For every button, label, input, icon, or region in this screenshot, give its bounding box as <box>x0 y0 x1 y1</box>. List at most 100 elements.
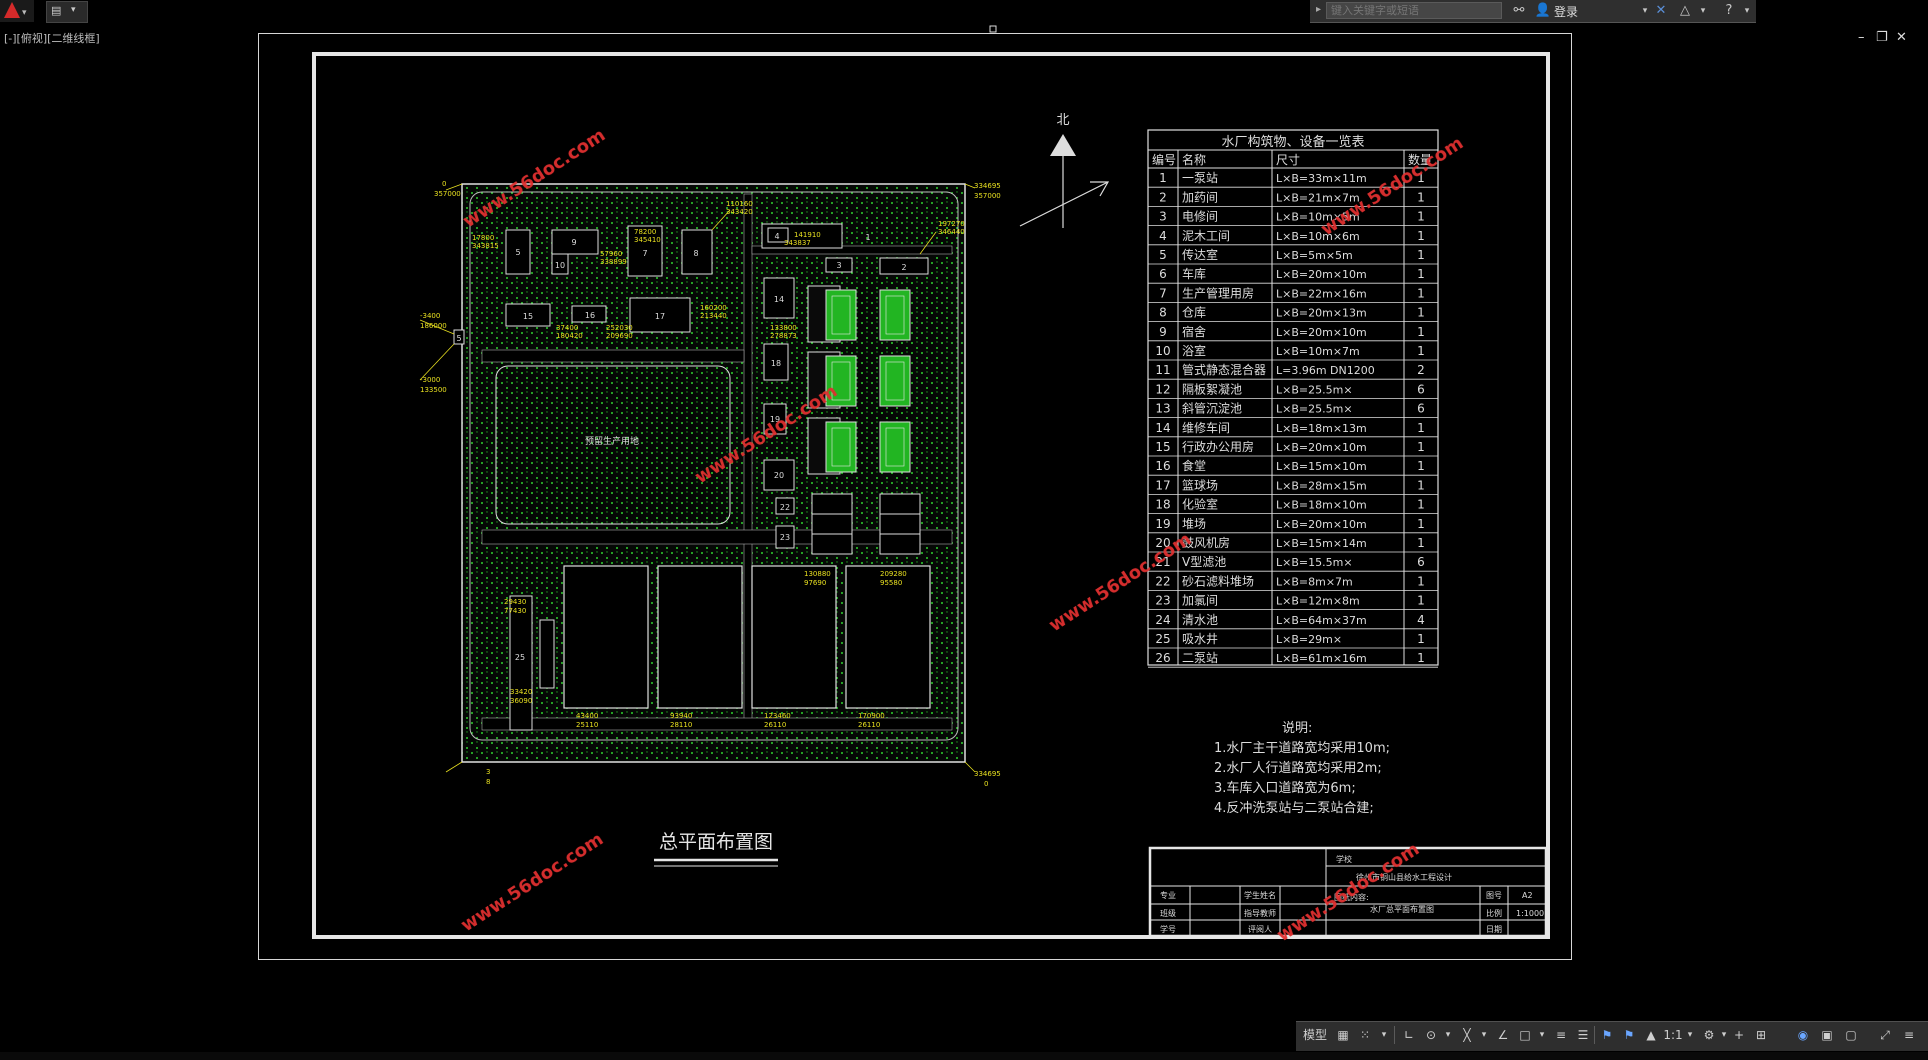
annotation-visibility-icon[interactable]: ⚑ <box>1601 1028 1613 1042</box>
hardware-acceleration-icon[interactable]: ▣ <box>1821 1028 1833 1042</box>
isolate-objects-icon[interactable]: ◉ <box>1797 1028 1809 1042</box>
svg-text:徐州市铜山县给水工程设计: 徐州市铜山县给水工程设计 <box>1356 872 1452 882</box>
polar-icon[interactable]: ⊙ <box>1425 1028 1437 1042</box>
table-cell: 6 <box>1417 382 1425 396</box>
expand-arrow-icon[interactable]: ▸ <box>1316 4 1322 15</box>
table-cell: 19 <box>1155 517 1170 531</box>
close-icon[interactable]: ✕ <box>1896 30 1907 45</box>
viewport-controls[interactable]: [-][俯视][二维线框] <box>4 32 100 45</box>
svg-text:16: 16 <box>585 311 595 320</box>
table-cell: 1 <box>1417 574 1425 588</box>
binoculars-icon[interactable]: ⚯ <box>1513 3 1525 18</box>
annotation-scale-value[interactable]: 1:1 <box>1663 1028 1683 1042</box>
svg-text:25: 25 <box>515 653 525 662</box>
reserved-land-label: 预留生产用地 <box>585 435 639 447</box>
svg-text:130880: 130880 <box>804 570 831 578</box>
chevron-down-icon[interactable]: ▾ <box>1539 1030 1545 1040</box>
table-cell: 车库 <box>1182 266 1206 281</box>
chevron-down-icon: ▾ <box>71 5 76 15</box>
object-snap-icon[interactable]: □ <box>1519 1028 1531 1042</box>
svg-text:www.56doc.com: www.56doc.com <box>1045 529 1195 637</box>
svg-text:26110: 26110 <box>858 721 880 729</box>
table-cell: 1 <box>1417 286 1425 300</box>
chevron-down-icon[interactable]: ▾ <box>1700 6 1706 16</box>
transparency-icon[interactable]: ☰ <box>1577 1028 1589 1042</box>
chevron-down-icon[interactable]: ▾ <box>1744 6 1750 16</box>
svg-text:A2: A2 <box>1522 891 1533 900</box>
svg-text:209690: 209690 <box>606 332 633 340</box>
restore-icon[interactable]: ❐ <box>1876 30 1888 45</box>
table-cell: 加氯间 <box>1182 594 1218 608</box>
chevron-down-icon[interactable]: ▾ <box>1381 1030 1387 1040</box>
user-icon[interactable]: 👤 <box>1534 3 1552 18</box>
minimize-icon[interactable]: – <box>1858 30 1865 45</box>
workspace-gear-icon[interactable]: ⚙ <box>1703 1028 1715 1042</box>
svg-text:15: 15 <box>523 312 533 321</box>
login-button[interactable]: 登录 <box>1554 5 1579 19</box>
svg-text:水厂构筑物、设备一览表: 水厂构筑物、设备一览表 <box>1221 134 1364 150</box>
search-input[interactable] <box>1326 2 1502 19</box>
svg-text:4: 4 <box>774 232 779 241</box>
svg-text:160200: 160200 <box>700 304 727 312</box>
lineweight-icon[interactable]: ≡ <box>1555 1028 1567 1042</box>
table-cell: L×B=10m×6m <box>1276 230 1360 243</box>
customization-menu-icon[interactable]: ≡ <box>1903 1028 1915 1042</box>
exchange-icon[interactable]: ✕ <box>1655 3 1667 18</box>
svg-text:77430: 77430 <box>504 607 526 615</box>
table-cell: 1 <box>1417 536 1425 550</box>
grid-icon[interactable]: ▦ <box>1337 1028 1349 1042</box>
svg-text:2.水厂人行道路宽均采用2m;: 2.水厂人行道路宽均采用2m; <box>1214 760 1382 776</box>
table-cell: 7 <box>1159 286 1167 300</box>
help-icon[interactable]: ? <box>1725 3 1733 18</box>
table-cell: 1 <box>1417 459 1425 473</box>
table-cell: L×B=15m×10m <box>1276 460 1367 473</box>
table-cell: 6 <box>1417 555 1425 569</box>
clean-screen-icon[interactable]: ▢ <box>1845 1028 1857 1042</box>
units-icon[interactable]: ⊞ <box>1755 1028 1767 1042</box>
isodraft-icon[interactable]: ╳ <box>1463 1028 1471 1042</box>
table-cell: L×B=20m×10m <box>1276 518 1367 531</box>
table-cell: 11 <box>1155 363 1170 377</box>
svg-text:图号: 图号 <box>1486 891 1502 900</box>
svg-text:19: 19 <box>770 415 780 424</box>
annotation-scale-icon[interactable]: ▲ <box>1646 1028 1656 1042</box>
table-cell: 21 <box>1155 555 1170 569</box>
svg-text:比例: 比例 <box>1486 908 1502 918</box>
chevron-down-icon[interactable]: ▾ <box>1721 1030 1727 1040</box>
svg-text:209280: 209280 <box>880 570 907 578</box>
svg-text:4.反冲洗泵站与二泵站合建;: 4.反冲洗泵站与二泵站合建; <box>1214 801 1374 816</box>
auto-scale-icon[interactable]: ⚑ <box>1623 1028 1635 1042</box>
triangle-a360-icon[interactable]: △ <box>1680 3 1690 18</box>
application-menu-button[interactable]: ▾ <box>0 0 34 22</box>
svg-text:133800: 133800 <box>770 324 797 332</box>
svg-text:25110: 25110 <box>576 721 598 729</box>
table-cell: 斜管沉淀池 <box>1182 401 1242 416</box>
chevron-down-icon[interactable]: ▾ <box>1481 1030 1487 1040</box>
svg-text:专业: 专业 <box>1160 890 1176 900</box>
chevron-down-icon: ▾ <box>22 8 27 18</box>
model-space-button[interactable]: 模型 <box>1302 1028 1327 1042</box>
svg-text:123460: 123460 <box>764 712 791 720</box>
svg-text:357000: 357000 <box>974 192 1001 200</box>
table-cell: 行政办公用房 <box>1182 439 1254 454</box>
chevron-down-icon[interactable]: ▾ <box>1445 1030 1451 1040</box>
grip-marker[interactable] <box>989 25 997 33</box>
snap-icon[interactable]: ⁙ <box>1359 1028 1371 1042</box>
table-cell: L=3.96m DN1200 <box>1276 364 1375 377</box>
table-cell: L×B=8m×7m <box>1276 575 1353 588</box>
fullscreen-icon[interactable]: ⤢ <box>1880 1028 1890 1042</box>
table-cell: 砂石滤料堆场 <box>1182 574 1254 588</box>
chevron-down-icon[interactable]: ▾ <box>1642 6 1648 16</box>
table-cell: 17 <box>1155 478 1170 492</box>
svg-text:186000: 186000 <box>420 322 447 330</box>
north-arrow: 北 <box>1019 113 1110 228</box>
svg-text:343420: 343420 <box>726 208 753 216</box>
quick-access-toolbar[interactable]: ▤ ▾ <box>46 1 88 23</box>
ortho-icon[interactable]: ∟ <box>1403 1028 1415 1042</box>
chevron-down-icon[interactable]: ▾ <box>1687 1030 1693 1040</box>
crosshair-icon[interactable]: + <box>1733 1028 1745 1042</box>
object-snap-tracking-icon[interactable]: ∠ <box>1497 1028 1509 1042</box>
